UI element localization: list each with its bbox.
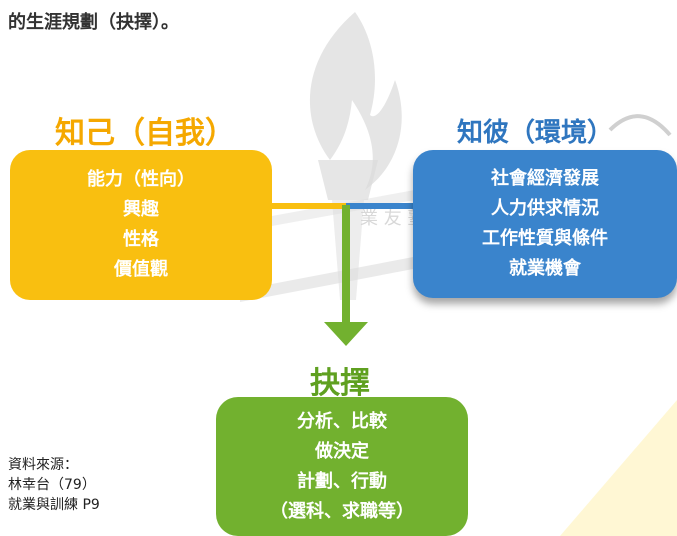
source-reference: 就業與訓練 P9 [8, 497, 100, 513]
self-item: 興趣 [123, 199, 159, 220]
other-item: 人力供求情況 [491, 198, 599, 219]
other-heading: 知彼（環境） [456, 118, 613, 148]
other-item: 工作性質與條件 [482, 228, 608, 249]
other-connector [346, 203, 416, 209]
intro-text: 的生涯規劃（抉擇）。 [8, 12, 179, 33]
self-item: 能力（性向） [87, 169, 195, 190]
source-citation: 資料來源： 林幸台（79） 就業與訓練 P9 [8, 455, 100, 515]
arrow-head-icon [324, 322, 368, 346]
other-item: 社會經濟發展 [491, 168, 599, 189]
self-box: 能力（性向） 興趣 性格 價值觀 [10, 150, 272, 300]
choice-heading: 抉擇 [310, 366, 370, 401]
choice-box: 分析、比較 做決定 計劃、行動 （選科、求職等） [216, 397, 468, 536]
other-item: 就業機會 [509, 258, 581, 279]
svg-text:業 友 塾: 業 友 塾 [360, 207, 425, 229]
arrow-shaft [342, 205, 350, 325]
choice-item: （選科、求職等） [270, 500, 414, 522]
choice-item: 分析、比較 [297, 410, 387, 432]
source-author: 林幸台（79） [8, 477, 96, 493]
self-item: 性格 [123, 229, 159, 250]
choice-item: 計劃、行動 [297, 470, 387, 492]
other-box: 社會經濟發展 人力供求情況 工作性質與條件 就業機會 [413, 150, 677, 298]
self-heading: 知己（自我） [55, 116, 235, 151]
source-label: 資料來源： [8, 457, 78, 473]
choice-item: 做決定 [315, 440, 369, 462]
self-item: 價值觀 [114, 259, 168, 280]
self-connector [270, 203, 346, 209]
